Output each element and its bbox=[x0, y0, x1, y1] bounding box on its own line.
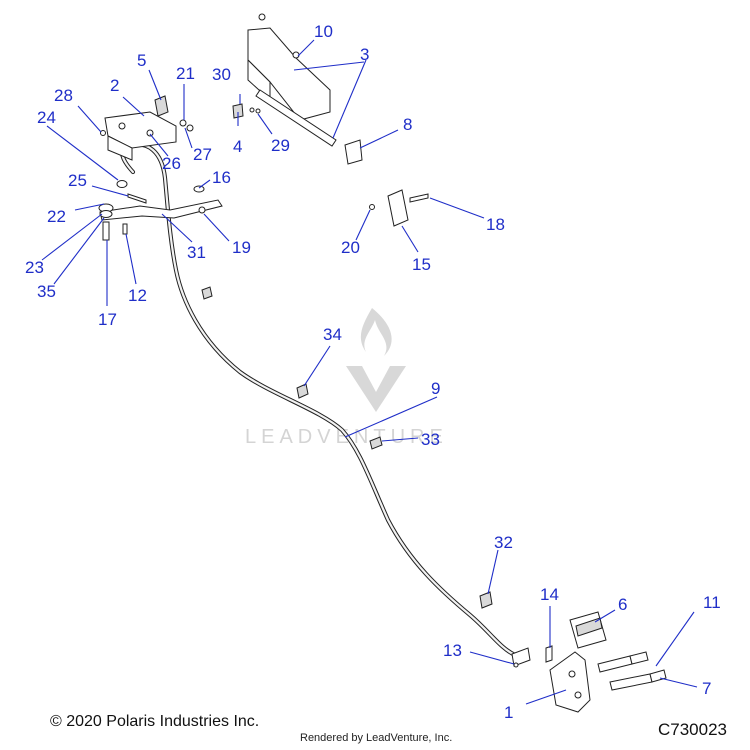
callout-11[interactable]: 11 bbox=[703, 593, 721, 612]
leader-lines bbox=[41, 39, 698, 705]
callout-31[interactable]: 31 bbox=[187, 243, 206, 262]
callout-6[interactable]: 6 bbox=[618, 595, 627, 614]
callout-4[interactable]: 4 bbox=[233, 137, 242, 156]
callout-24[interactable]: 24 bbox=[37, 108, 56, 127]
callout-numbers: 1 2 3 4 5 6 7 8 9 10 11 12 13 14 15 16 1… bbox=[25, 22, 721, 722]
callout-20[interactable]: 20 bbox=[341, 238, 360, 257]
callout-19[interactable]: 19 bbox=[232, 238, 251, 257]
callout-12[interactable]: 12 bbox=[128, 286, 147, 305]
callout-21[interactable]: 21 bbox=[176, 64, 195, 83]
callout-15[interactable]: 15 bbox=[412, 255, 431, 274]
watermark: LEADVENTURE bbox=[245, 308, 448, 448]
watermark-text: LEADVENTURE bbox=[245, 426, 448, 448]
callout-22[interactable]: 22 bbox=[47, 207, 66, 226]
rendered-by-text: Rendered by LeadVenture, Inc. bbox=[300, 732, 453, 744]
callout-5[interactable]: 5 bbox=[137, 51, 146, 70]
callout-34[interactable]: 34 bbox=[323, 325, 342, 344]
callout-26[interactable]: 26 bbox=[162, 154, 181, 173]
cable-fasteners bbox=[296, 383, 493, 609]
diagram-id: C730023 bbox=[658, 720, 728, 739]
watermark-chevron-icon bbox=[346, 366, 406, 412]
callout-13[interactable]: 13 bbox=[443, 641, 462, 660]
callout-25[interactable]: 25 bbox=[68, 171, 87, 190]
callout-30[interactable]: 30 bbox=[212, 65, 231, 84]
upper-pedal-bracket bbox=[232, 13, 363, 165]
callout-18[interactable]: 18 bbox=[486, 215, 505, 234]
callout-29[interactable]: 29 bbox=[271, 136, 290, 155]
lower-bracket-assembly bbox=[511, 611, 667, 713]
watermark-flame-icon bbox=[360, 308, 392, 356]
upper-left-bracket-assembly bbox=[100, 95, 194, 161]
callout-14[interactable]: 14 bbox=[540, 585, 559, 604]
callout-23[interactable]: 23 bbox=[25, 258, 44, 277]
callout-10[interactable]: 10 bbox=[314, 22, 333, 41]
callout-32[interactable]: 32 bbox=[494, 533, 513, 552]
callout-2[interactable]: 2 bbox=[110, 76, 119, 95]
callout-27[interactable]: 27 bbox=[193, 145, 212, 164]
callout-16[interactable]: 16 bbox=[212, 168, 231, 187]
callout-3[interactable]: 3 bbox=[360, 45, 369, 64]
callout-33[interactable]: 33 bbox=[421, 430, 440, 449]
callout-8[interactable]: 8 bbox=[403, 115, 412, 134]
callout-9[interactable]: 9 bbox=[431, 379, 440, 398]
brake-cable bbox=[120, 142, 518, 658]
callout-17[interactable]: 17 bbox=[98, 310, 117, 329]
copyright-text: © 2020 Polaris Industries Inc. bbox=[50, 713, 260, 730]
callout-28[interactable]: 28 bbox=[54, 86, 73, 105]
lever-arm bbox=[98, 180, 223, 300]
callout-35[interactable]: 35 bbox=[37, 282, 56, 301]
callout-1[interactable]: 1 bbox=[504, 703, 513, 722]
clevis-assembly bbox=[369, 189, 429, 227]
callout-7[interactable]: 7 bbox=[702, 679, 711, 698]
